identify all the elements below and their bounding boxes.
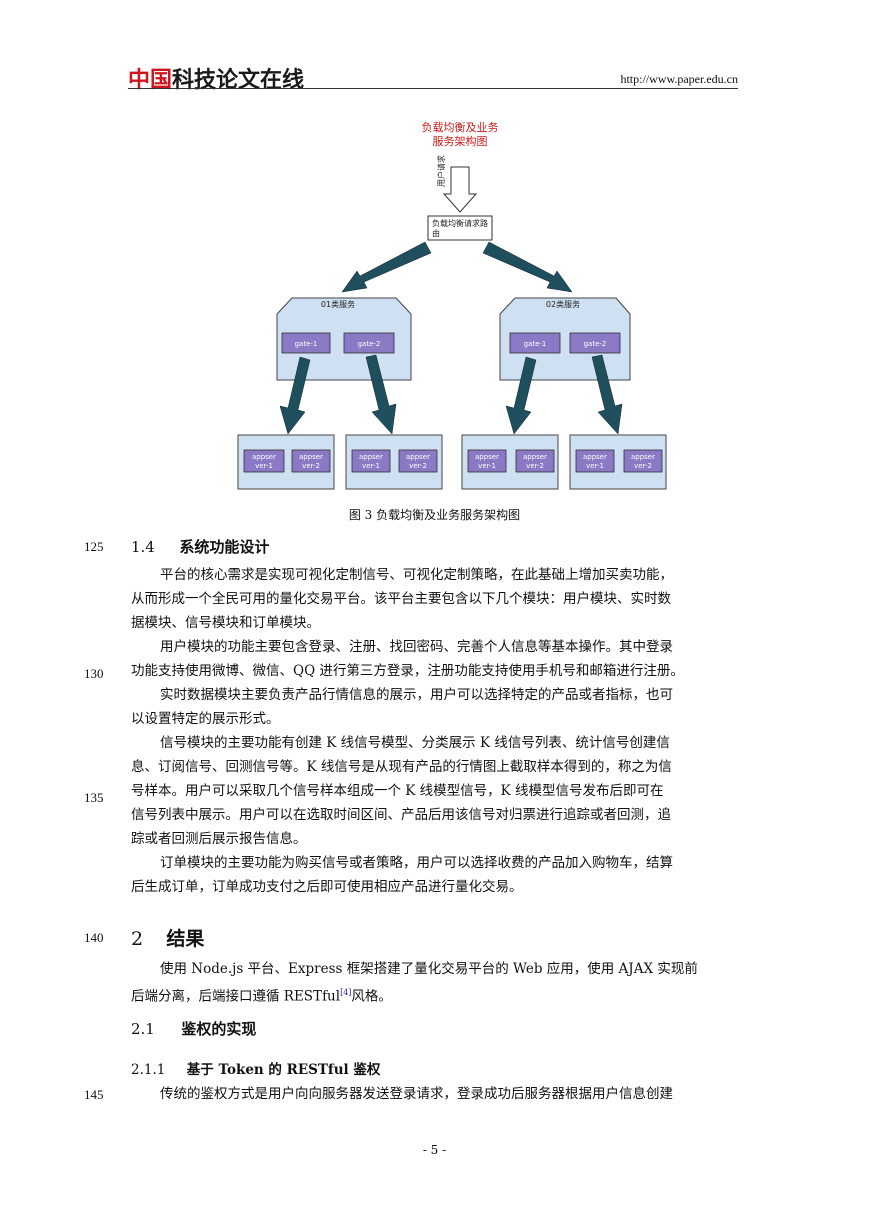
section-2-title: 结果 bbox=[166, 928, 205, 950]
lb-to-group-arrows bbox=[341, 241, 573, 293]
figure-caption: 图 3 负载均衡及业务服务架构图 bbox=[348, 508, 521, 522]
paragraph-order-module: 订单模块的主要功能为购买信号或者策略，用户可以选择收费的产品加入购物车，结算 后… bbox=[131, 855, 673, 895]
header-divider bbox=[128, 88, 738, 89]
section-2-number: 2 bbox=[131, 928, 144, 950]
line-number-135: 135 bbox=[84, 790, 104, 805]
app-server-box-1: appser ver-1 appser ver-2 bbox=[237, 434, 335, 490]
section-2-1-number: 2.1 bbox=[131, 1020, 155, 1038]
service-group-1: 01类服务 gate-1 gate-2 bbox=[276, 297, 412, 381]
app3-server2-line1: appser bbox=[523, 453, 547, 461]
section-2-1-1-number: 2.1.1 bbox=[131, 1062, 166, 1078]
section-2-1-1-heading: 2.1.1 基于 Token 的 RESTful 鉴权 bbox=[131, 1058, 380, 1078]
figure-title-line1: 负载均衡及业务 bbox=[422, 120, 499, 134]
line-number-125: 125 bbox=[84, 539, 104, 554]
figure-title-line2: 服务架构图 bbox=[433, 134, 488, 148]
lb-label-line1: 负载均衡请求路 bbox=[432, 218, 488, 228]
app-server-box-4: appser ver-1 appser ver-2 bbox=[569, 434, 667, 490]
app3-server2-line2: ver-2 bbox=[526, 462, 544, 470]
paragraph-auth-traditional: 传统的鉴权方式是用户向向服务器发送登录请求，登录成功后服务器根据用户信息创建 bbox=[160, 1086, 673, 1102]
app3-server1-line2: ver-1 bbox=[478, 462, 496, 470]
app-server-box-3: appser ver-1 appser ver-2 bbox=[461, 434, 559, 490]
paragraph-signal-module: 信号模块的主要功能有创建 K 线信号模型、分类展示 K 线信号列表、统计信号创建… bbox=[131, 735, 672, 847]
page-number: - 5 - bbox=[422, 1143, 447, 1157]
architecture-diagram: 负载均衡及业务 服务架构图 用户请求 负载均衡请求路 由 01类服务 gate-… bbox=[237, 120, 667, 490]
section-2-1-heading: 2.1 鉴权的实现 bbox=[131, 1018, 256, 1039]
app4-server2-line2: ver-2 bbox=[634, 462, 652, 470]
citation-4[interactable]: [4] bbox=[340, 988, 352, 997]
app2-server1-line1: appser bbox=[359, 453, 383, 461]
group2-gate2: gate-2 bbox=[584, 340, 607, 348]
journal-logo: 中国科技论文在线 bbox=[128, 62, 304, 94]
service-group-2: 02类服务 gate-1 gate-2 bbox=[499, 297, 631, 381]
app1-server1-line2: ver-1 bbox=[255, 462, 273, 470]
section-1-4-heading: 1.4 系统功能设计 bbox=[131, 536, 269, 557]
app2-server2-line1: appser bbox=[406, 453, 430, 461]
header-url[interactable]: http://www.paper.edu.cn bbox=[620, 72, 738, 86]
logo-black-text: 科技论文在线 bbox=[172, 68, 305, 93]
group1-label: 01类服务 bbox=[321, 299, 355, 309]
section-1-4-title: 系统功能设计 bbox=[179, 538, 270, 556]
app1-server2-line2: ver-2 bbox=[302, 462, 320, 470]
section-1-4-number: 1.4 bbox=[131, 538, 155, 556]
group1-gate2: gate-2 bbox=[358, 340, 381, 348]
load-balancer-box: 负载均衡请求路 由 bbox=[427, 215, 493, 241]
app2-server2-line2: ver-2 bbox=[409, 462, 427, 470]
group1-gate1: gate-1 bbox=[295, 340, 318, 348]
app4-server2-line1: appser bbox=[631, 453, 655, 461]
app4-server1-line1: appser bbox=[583, 453, 607, 461]
group2-gate1: gate-1 bbox=[524, 340, 547, 348]
request-arrow: 用户请求 bbox=[436, 155, 478, 213]
lb-label-line2: 由 bbox=[432, 228, 440, 238]
logo-red-text: 中国 bbox=[128, 68, 173, 93]
line-number-130: 130 bbox=[84, 666, 104, 681]
app1-server2-line1: appser bbox=[299, 453, 323, 461]
request-label: 用户请求 bbox=[436, 155, 446, 187]
gate-to-app-arrows bbox=[279, 354, 623, 435]
section-2-1-title: 鉴权的实现 bbox=[181, 1020, 257, 1038]
app2-server1-line2: ver-1 bbox=[362, 462, 380, 470]
app4-server1-line2: ver-1 bbox=[586, 462, 604, 470]
paragraph-realtime-module: 实时数据模块主要负责产品行情信息的展示，用户可以选择特定的产品或者指标，也可 以… bbox=[131, 687, 673, 727]
paragraph-core-needs: 平台的核心需求是实现可视化定制信号、可视化定制策略，在此基础上增加买卖功能， 从… bbox=[131, 567, 673, 631]
line-number-140: 140 bbox=[84, 930, 104, 945]
app-server-box-2: appser ver-1 appser ver-2 bbox=[345, 434, 443, 490]
section-2-1-1-title: 基于 Token 的 RESTful 鉴权 bbox=[186, 1062, 381, 1078]
app3-server1-line1: appser bbox=[475, 453, 499, 461]
paragraph-user-module: 用户模块的功能主要包含登录、注册、找回密码、完善个人信息等基本操作。其中登录 功… bbox=[131, 639, 684, 679]
paragraph-results: 使用 Node.js 平台、Express 框架搭建了量化交易平台的 Web 应… bbox=[131, 961, 698, 1005]
group2-label: 02类服务 bbox=[546, 299, 580, 309]
section-2-heading: 2 结果 bbox=[131, 924, 204, 951]
line-number-145: 145 bbox=[84, 1087, 104, 1102]
app1-server1-line1: appser bbox=[252, 453, 276, 461]
